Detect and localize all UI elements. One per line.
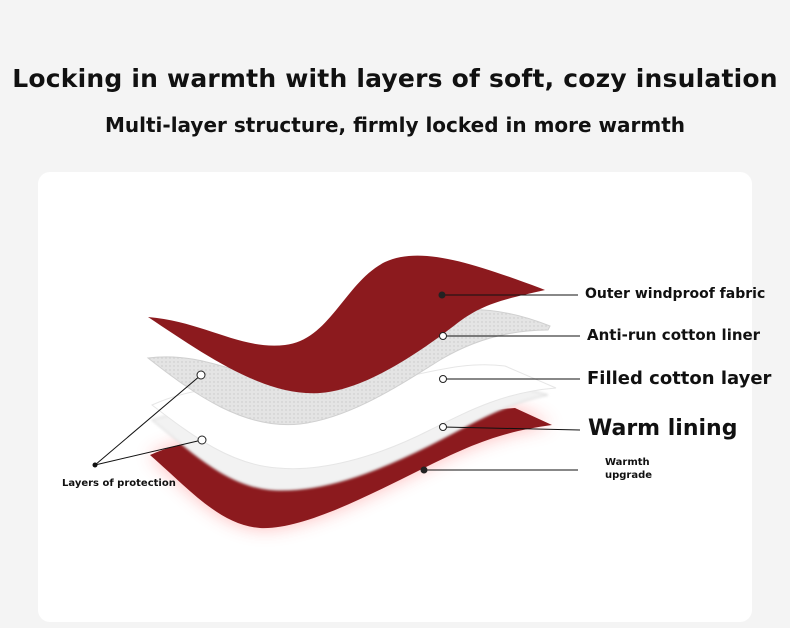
- leader-lines: [94, 294, 581, 471]
- page-subtitle: Multi-layer structure, firmly locked in …: [104, 113, 686, 137]
- label-anti-run-cotton-liner: Anti-run cotton liner: [587, 326, 761, 344]
- label-warm-lining: Warm lining: [588, 416, 738, 441]
- label-outer-windproof-fabric: Outer windproof fabric: [585, 286, 766, 302]
- layer-outer-fabric: [148, 255, 545, 394]
- label-filled-cotton-layer: Filled cotton layer: [587, 368, 772, 389]
- label-warmth-upgrade: Warmth upgrade: [605, 457, 653, 481]
- page-title: Locking in warmth with layers of soft, c…: [12, 64, 778, 93]
- label-layers-of-protection: Layers of protection: [62, 478, 176, 489]
- leader-dots: [92, 291, 447, 474]
